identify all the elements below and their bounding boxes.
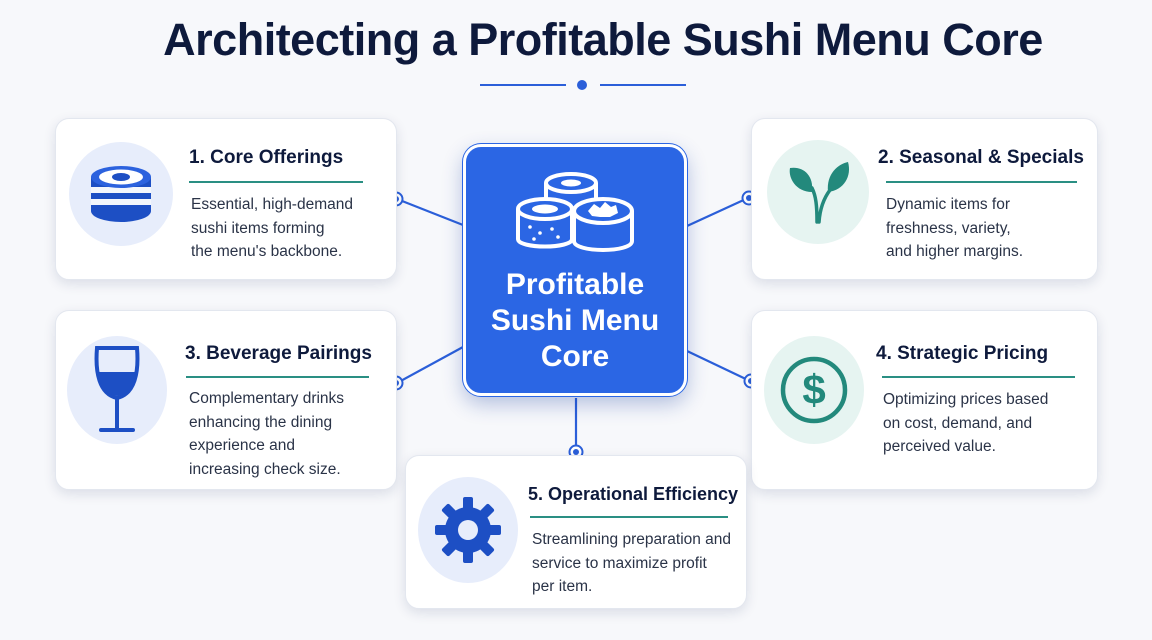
page-title: Architecting a Profitable Sushi Menu Cor… — [163, 14, 1043, 65]
svg-text:$: $ — [802, 366, 825, 413]
divider-dot — [577, 80, 587, 90]
card-description: Optimizing prices based on cost, demand,… — [883, 391, 1049, 455]
card-divider — [882, 376, 1075, 378]
leaf-icon — [767, 140, 869, 244]
card-seasonal-specials: 2. Seasonal & Specials Dynamic items for… — [751, 118, 1098, 280]
card-title: 1. Core Offerings — [189, 147, 344, 168]
card-divider — [530, 516, 728, 518]
card-title: 5. Operational Efficiency — [528, 484, 739, 504]
center-hub: Profitable Sushi Menu Core — [463, 144, 687, 396]
center-title: Profitable Sushi Menu Core — [490, 268, 660, 373]
card-divider — [186, 376, 369, 378]
card-divider — [886, 181, 1077, 183]
card-description: Essential, high-demand sushi items formi… — [191, 196, 353, 260]
card-strategic-pricing: $ 4. Strategic Pricing Optimizing prices… — [751, 310, 1098, 490]
card-description: Dynamic items for freshness, variety, an… — [886, 196, 1023, 260]
card-beverage-pairings: 3. Beverage Pairings Complementary drink… — [55, 310, 397, 490]
card-description: Streamlining preparation and service to … — [532, 531, 732, 595]
card-operational-efficiency: 5. Operational Efficiency Streamlining p… — [405, 455, 747, 609]
title-divider — [480, 78, 686, 92]
card-title: 2. Seasonal & Specials — [878, 147, 1084, 168]
card-description: Complementary drinks enhancing the dinin… — [189, 390, 345, 478]
dollar-icon: $ — [764, 336, 864, 444]
card-core-offerings: 1. Core Offerings Essential, high-demand… — [55, 118, 397, 280]
card-divider — [189, 181, 363, 183]
card-title: 3. Beverage Pairings — [185, 343, 372, 364]
gear-icon — [418, 477, 518, 583]
wine-glass-icon — [67, 336, 167, 444]
card-title: 4. Strategic Pricing — [876, 343, 1049, 364]
sushi-roll-icon — [69, 142, 173, 246]
sushi-rolls-icon — [512, 169, 638, 264]
